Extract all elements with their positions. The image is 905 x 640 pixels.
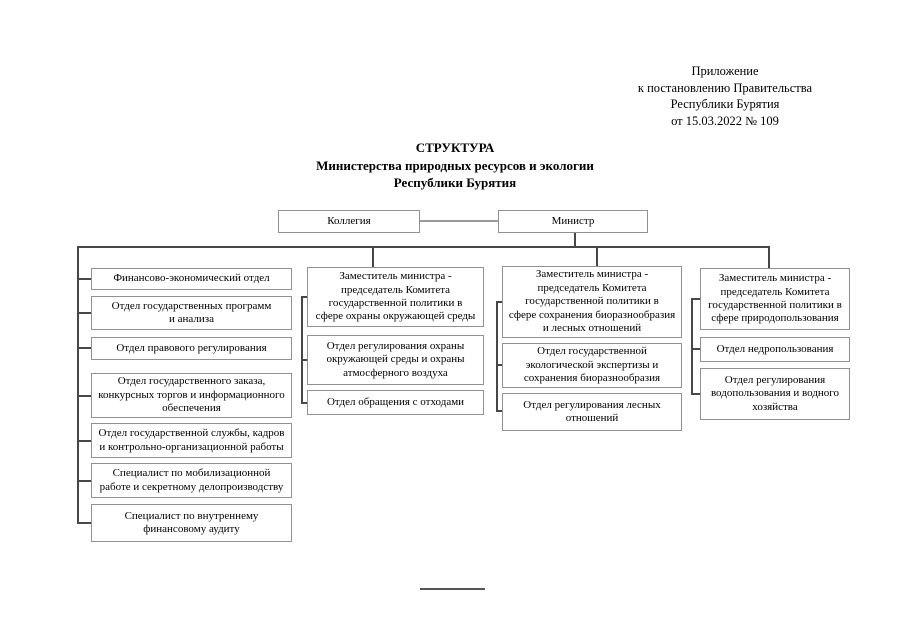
connector-col1-rail	[77, 246, 79, 524]
node-label: Финансово-экономический отдел	[113, 272, 270, 285]
node-water-use-dept: Отдел регулирования водопользования и во…	[700, 368, 850, 420]
connector-col2-stub	[301, 359, 309, 361]
connector-collegium-minister	[420, 220, 498, 222]
connector-col3-rail	[496, 301, 498, 412]
connector-col2-drop	[372, 246, 374, 267]
connector-col1-stub	[77, 522, 91, 524]
connector-col4-stub	[691, 298, 700, 300]
node-internal-audit-specialist: Специалист по внутреннему финансовому ау…	[91, 504, 292, 542]
document-title: СТРУКТУРА Министерства природных ресурсо…	[255, 139, 655, 192]
connector-bus	[77, 246, 770, 248]
node-legal-regulation-dept: Отдел правового регулирования	[91, 337, 292, 360]
node-label: Специалист по мобилизационной работе и с…	[99, 467, 284, 493]
node-mobilization-specialist: Специалист по мобилизационной работе и с…	[91, 463, 292, 498]
node-label: Отдел государственных программ и анализа	[111, 299, 272, 325]
node-label: Специалист по внутреннему финансовому ау…	[124, 509, 259, 535]
node-waste-management-dept: Отдел обращения с отходами	[307, 390, 484, 415]
connector-col4-drop	[768, 246, 770, 268]
node-ecological-expertise-dept: Отдел государственной экологической эксп…	[502, 343, 682, 388]
node-label: Заместитель министра - председатель Коми…	[315, 270, 476, 323]
connector-col1-stub	[77, 480, 91, 482]
connector-col1-stub	[77, 312, 91, 314]
node-label: Отдел обращения с отходами	[326, 395, 465, 408]
node-label: Отдел регулирования водопользования и во…	[710, 373, 840, 413]
connector-col3-stub	[496, 364, 504, 366]
node-state-order-dept: Отдел государственного заказа, конкурсны…	[91, 373, 292, 418]
connector-minister-drop	[574, 233, 576, 247]
node-deputy-nature-use: Заместитель министра - председатель Коми…	[700, 268, 850, 330]
node-label: Отдел регулирования охраны окружающей ср…	[326, 339, 465, 379]
title-line: Министерства природных ресурсов и эколог…	[316, 157, 594, 173]
node-label: Коллегия	[327, 214, 371, 227]
annex-line: от 15.03.2022 № 109	[671, 113, 779, 128]
node-label: Отдел государственной службы, кадров и к…	[98, 427, 285, 453]
connector-col1-stub	[77, 347, 91, 349]
connector-col2-rail	[301, 296, 303, 404]
connector-col3-drop	[596, 246, 598, 267]
annex-line: Приложение	[691, 64, 759, 78]
node-deputy-environment: Заместитель министра - председатель Коми…	[307, 267, 484, 327]
node-collegium: Коллегия	[278, 210, 420, 233]
node-finance-economic-dept: Финансово-экономический отдел	[91, 268, 292, 290]
node-subsoil-use-dept: Отдел недропользования	[700, 337, 850, 362]
connector-col2-stub	[301, 296, 309, 298]
node-civil-service-dept: Отдел государственной службы, кадров и к…	[91, 423, 292, 458]
node-label: Отдел правового регулирования	[116, 341, 267, 354]
connector-col3-stub	[496, 301, 504, 303]
connector-col4-rail	[691, 298, 693, 395]
node-label: Отдел регулирования лесных отношений	[523, 398, 661, 424]
annex-reference: Приложение к постановлению Правительства…	[575, 63, 875, 129]
node-state-programs-dept: Отдел государственных программ и анализа	[91, 296, 292, 330]
connector-col3-stub	[496, 410, 504, 412]
node-label: Отдел недропользования	[716, 342, 834, 355]
annex-line: Республики Бурятия	[670, 97, 780, 111]
node-label: Заместитель министра - председатель Коми…	[508, 268, 676, 335]
annex-line: к постановлению Правительства	[637, 80, 813, 95]
node-minister: Министр	[498, 210, 648, 233]
node-forest-relations-dept: Отдел регулирования лесных отношений	[502, 393, 682, 431]
connector-col4-stub	[691, 393, 700, 395]
node-label: Отдел государственной экологической эксп…	[523, 345, 661, 385]
title-line: Республики Бурятия	[393, 175, 517, 190]
node-environment-protection-dept: Отдел регулирования охраны окружающей ср…	[307, 335, 484, 385]
footer-rule	[420, 588, 485, 590]
connector-col1-stub	[77, 395, 91, 397]
connector-col2-stub	[301, 402, 309, 404]
connector-col1-stub	[77, 278, 91, 280]
node-label: Заместитель министра - председатель Коми…	[708, 272, 842, 325]
connector-col4-stub	[691, 348, 700, 350]
node-deputy-biodiversity: Заместитель министра - председатель Коми…	[502, 266, 682, 338]
node-label: Отдел государственного заказа, конкурсны…	[98, 375, 285, 415]
connector-col1-stub	[77, 440, 91, 442]
title-line: СТРУКТУРА	[415, 140, 495, 155]
node-label: Министр	[551, 214, 595, 227]
